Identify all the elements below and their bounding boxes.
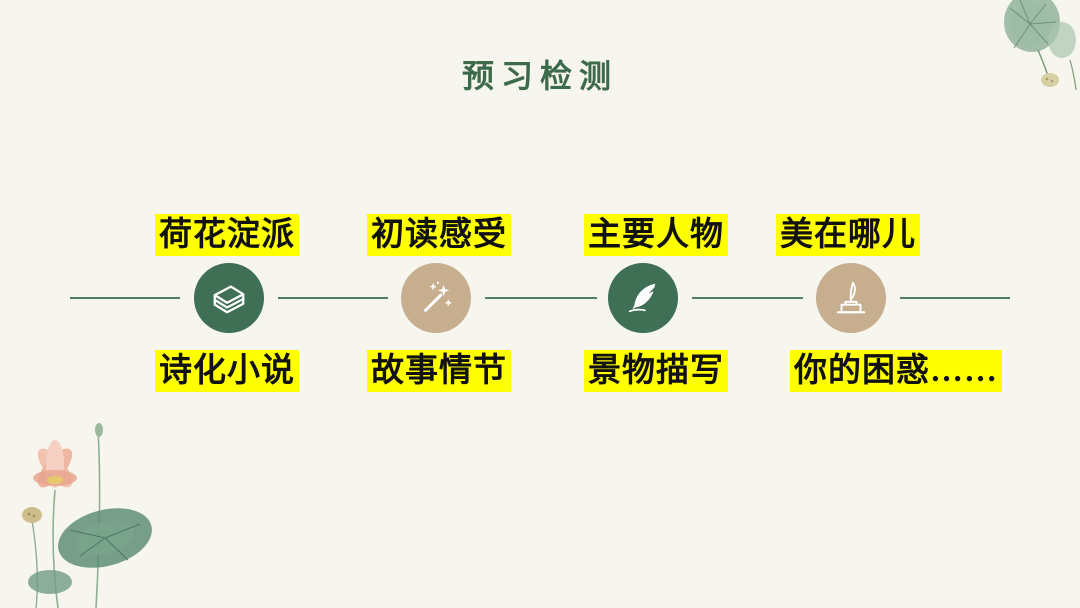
node-3-top-label: 主要人物 xyxy=(584,214,728,256)
feather-quill-icon xyxy=(624,279,662,317)
timeline-line-segment xyxy=(278,297,388,299)
node-1-bottom-label: 诗化小说 xyxy=(155,350,299,392)
timeline-node-2 xyxy=(401,263,471,333)
node-4-bottom-label: 你的困惑…… xyxy=(790,350,1002,392)
book-icon xyxy=(210,279,248,317)
timeline-line-segment xyxy=(70,297,180,299)
slide-title: 预习检测 xyxy=(0,54,1080,98)
timeline-node-3 xyxy=(608,263,678,333)
timeline-line-segment xyxy=(485,297,597,299)
magic-wand-icon xyxy=(417,279,455,317)
timeline-node-1 xyxy=(194,263,264,333)
lotus-flower-decoration xyxy=(10,420,160,608)
timeline-node-4 xyxy=(816,263,886,333)
node-3-bottom-label: 景物描写 xyxy=(584,350,728,392)
inkwell-icon xyxy=(832,279,870,317)
node-1-top-label: 荷花淀派 xyxy=(155,214,299,256)
node-2-top-label: 初读感受 xyxy=(367,214,511,256)
timeline-line-segment xyxy=(692,297,803,299)
node-4-top-label: 美在哪儿 xyxy=(776,214,920,256)
timeline-line-segment xyxy=(900,297,1010,299)
node-2-bottom-label: 故事情节 xyxy=(367,350,511,392)
